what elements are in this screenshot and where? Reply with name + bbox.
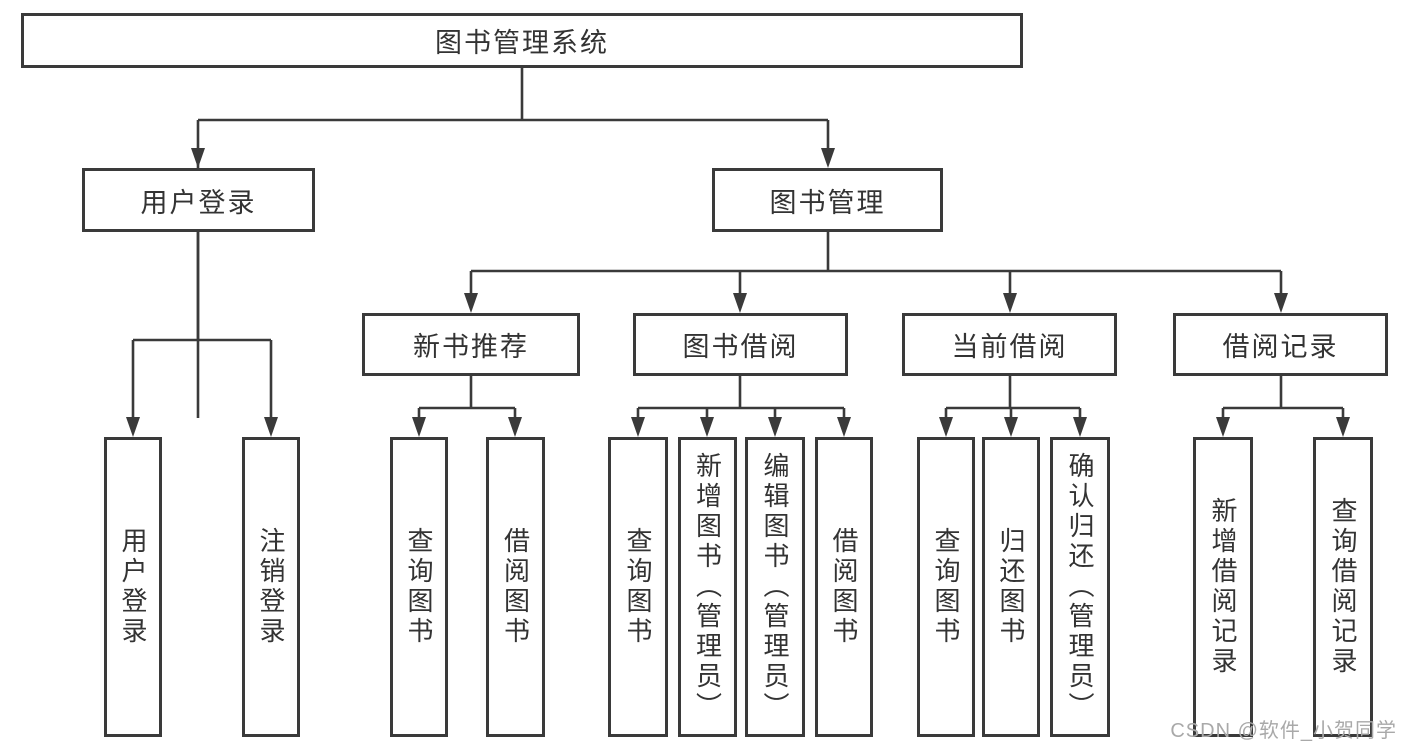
leaf-add-book-admin-label: 新增图书（管理员） xyxy=(692,452,723,722)
leaf-query-borrow-record: 查询借阅记录 xyxy=(1313,437,1373,737)
leaf-add-borrow-record: 新增借阅记录 xyxy=(1193,437,1253,737)
node-book-management-label: 图书管理 xyxy=(769,187,886,218)
leaf-confirm-return-admin: 确认归还（管理员） xyxy=(1050,437,1110,737)
node-current-borrow: 当前借阅 xyxy=(902,313,1117,376)
leaf-borrow-books-label: 借阅图书 xyxy=(829,527,859,647)
leaf-query-books-borrow: 查询图书 xyxy=(608,437,668,737)
node-book-borrow: 图书借阅 xyxy=(633,313,848,376)
leaf-borrow-books: 借阅图书 xyxy=(815,437,873,737)
node-user-login: 用户登录 xyxy=(82,168,315,232)
node-book-borrow-label: 图书借阅 xyxy=(682,332,799,362)
node-current-borrow-label: 当前借阅 xyxy=(951,332,1068,362)
leaf-add-borrow-record-label: 新增借阅记录 xyxy=(1208,497,1238,677)
leaf-add-book-admin: 新增图书（管理员） xyxy=(678,437,737,737)
leaf-return-book-label: 归还图书 xyxy=(996,527,1026,647)
leaf-query-books-recommend-label: 查询图书 xyxy=(404,527,434,647)
leaf-user-login-label: 用户登录 xyxy=(118,527,148,647)
node-user-login-label: 用户登录 xyxy=(140,187,257,218)
node-borrow-records: 借阅记录 xyxy=(1173,313,1388,376)
node-borrow-records-label: 借阅记录 xyxy=(1222,332,1339,362)
leaf-query-books-current-label: 查询图书 xyxy=(931,527,961,647)
leaf-edit-book-admin: 编辑图书（管理员） xyxy=(745,437,805,737)
leaf-borrow-books-recommend-label: 借阅图书 xyxy=(500,527,531,647)
node-new-book-recommend-label: 新书推荐 xyxy=(413,332,529,362)
leaf-query-books-current: 查询图书 xyxy=(917,437,975,737)
leaf-user-login: 用户登录 xyxy=(104,437,162,737)
leaf-return-book: 归还图书 xyxy=(982,437,1040,737)
leaf-logout-label: 注销登录 xyxy=(256,527,286,647)
node-root: 图书管理系统 xyxy=(21,13,1023,68)
leaf-query-borrow-record-label: 查询借阅记录 xyxy=(1328,497,1358,677)
leaf-query-books-recommend: 查询图书 xyxy=(390,437,448,737)
leaf-borrow-books-recommend: 借阅图书 xyxy=(486,437,545,737)
node-new-book-recommend: 新书推荐 xyxy=(362,313,580,376)
leaf-confirm-return-admin-label: 确认归还（管理员） xyxy=(1065,452,1095,722)
leaf-logout: 注销登录 xyxy=(242,437,300,737)
leaf-query-books-borrow-label: 查询图书 xyxy=(623,527,653,647)
node-book-management: 图书管理 xyxy=(712,168,943,232)
node-root-label: 图书管理系统 xyxy=(435,28,609,58)
leaf-edit-book-admin-label: 编辑图书（管理员） xyxy=(760,452,790,722)
